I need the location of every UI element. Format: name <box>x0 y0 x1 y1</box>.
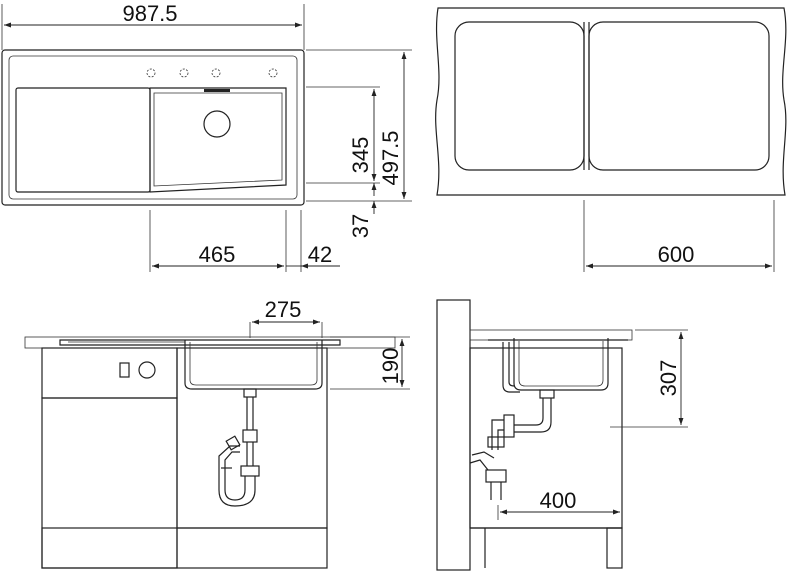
dim-side-depth: 307 <box>656 360 681 397</box>
front-elevation: 275 190 <box>24 297 410 569</box>
switch-icon <box>119 362 130 378</box>
knob-icon <box>138 361 156 379</box>
dim-bowl-depth: 190 <box>378 348 403 385</box>
dim-offset-bottom: 37 <box>348 214 373 238</box>
dim-height-bowl: 345 <box>348 137 373 174</box>
drain-pipe-icon <box>469 389 555 500</box>
dim-side-reach: 400 <box>540 488 577 513</box>
side-elevation: 307 400 <box>436 299 688 571</box>
dim-bowl-half: 275 <box>265 297 302 322</box>
top-view: 987.5 497.5 345 37 465 42 <box>1 1 412 272</box>
cabinet-plan-view: 600 <box>435 7 787 272</box>
dim-height-total: 497.5 <box>378 130 403 185</box>
dim-bowl-offset: 42 <box>308 242 332 267</box>
dim-cabinet-width: 600 <box>658 242 695 267</box>
dim-drainer-width: 465 <box>199 242 236 267</box>
siphon-icon <box>218 388 260 507</box>
drain-icon <box>203 110 231 138</box>
dim-top-width: 987.5 <box>122 1 177 26</box>
